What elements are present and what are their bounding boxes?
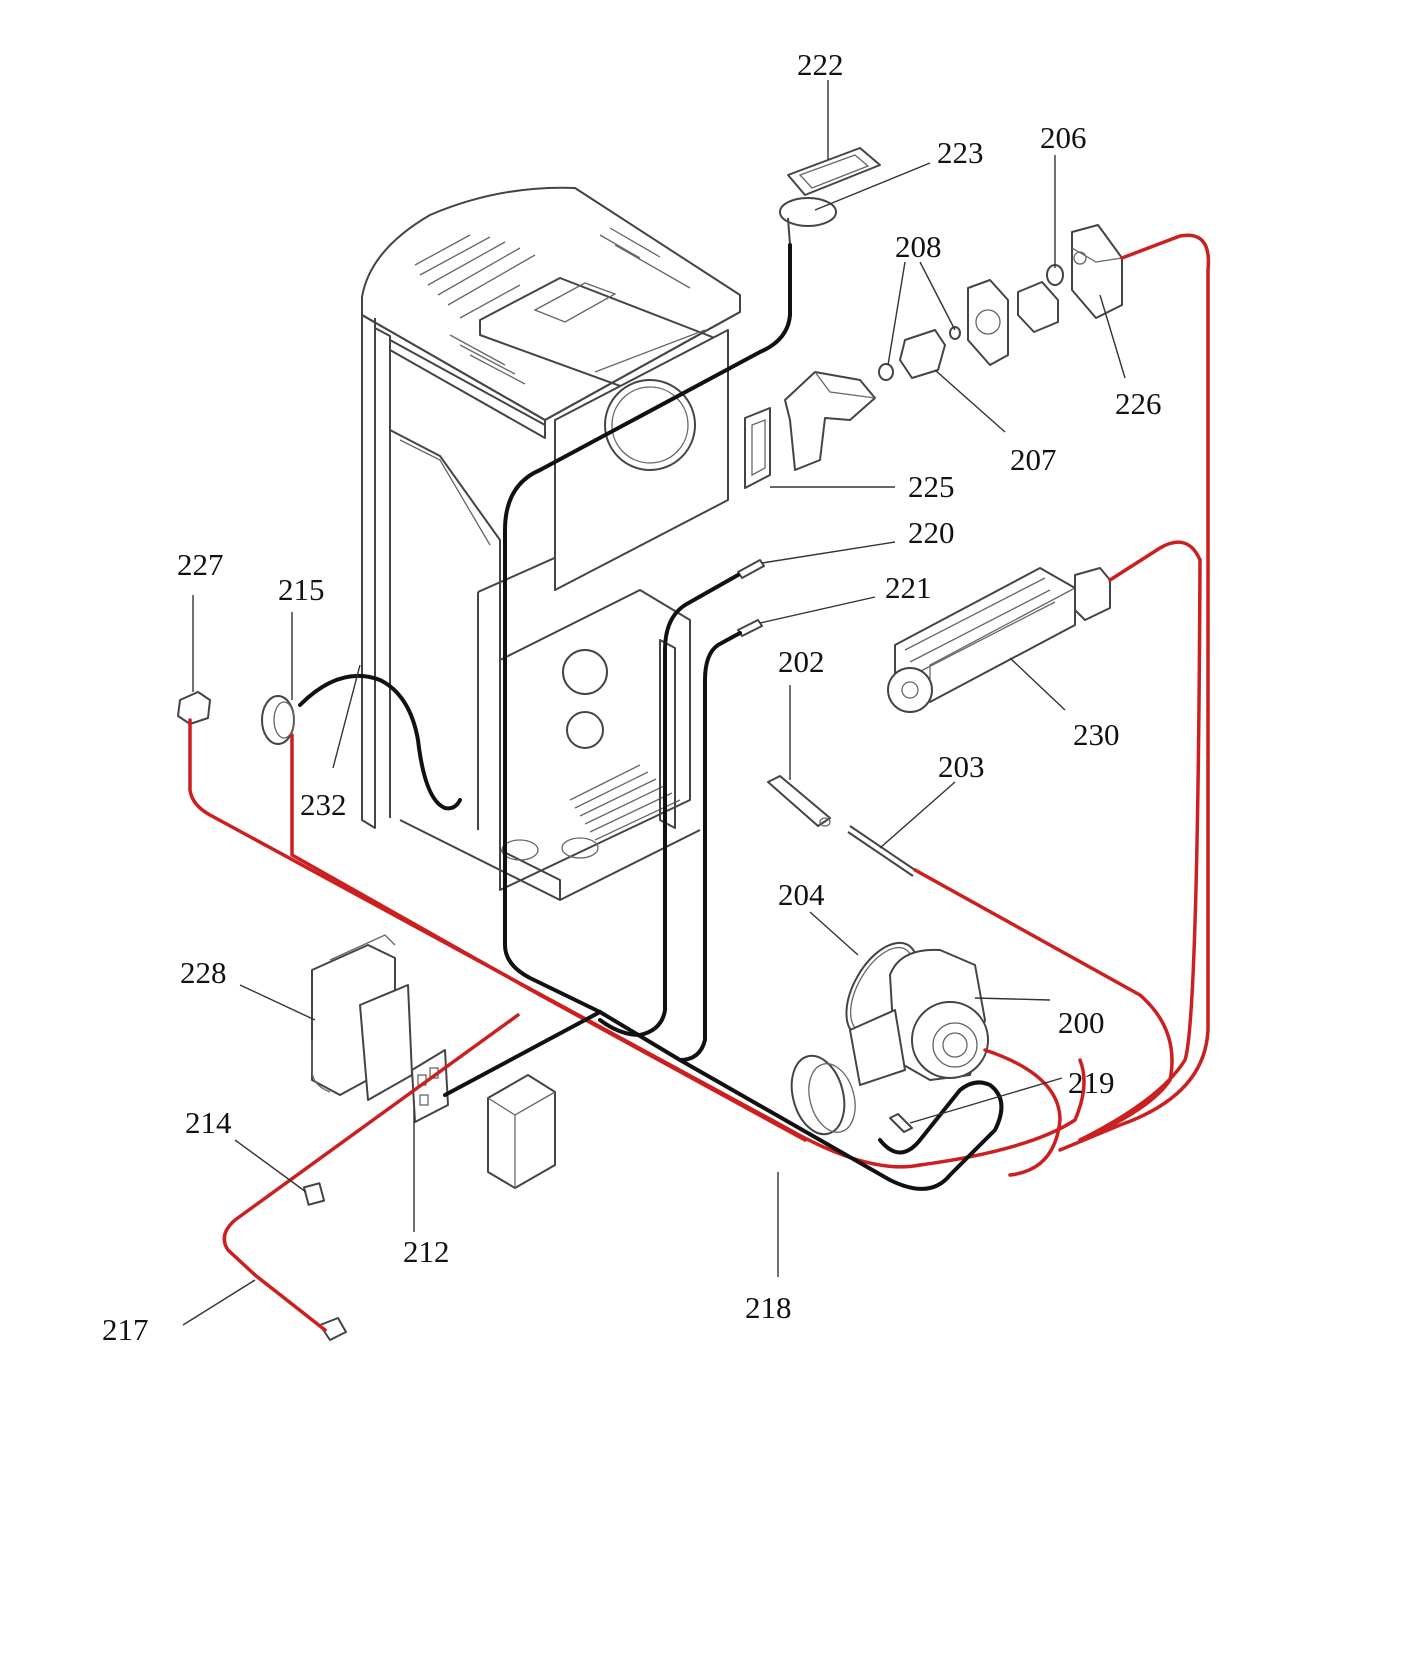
label-207: 207 [1010,442,1057,477]
part-219-probe [889,1113,913,1133]
label-219: 219 [1068,1065,1115,1100]
label-217: 217 [102,1312,149,1347]
part-214-fuse [302,1182,326,1206]
part-203-rod [847,825,916,877]
label-222: 222 [797,47,844,82]
label-232: 232 [300,787,347,822]
part-207-thermostat [899,329,946,379]
label-215: 215 [278,572,325,607]
label-200: 200 [1058,1005,1105,1040]
auger-bracket [967,279,1059,366]
label-203: 203 [938,749,985,784]
label-227: 227 [177,547,224,582]
label-225: 225 [908,469,955,504]
part-223-display-cover [779,197,837,246]
part-217-power-plug [319,1317,347,1341]
power-wiring [188,233,1211,1332]
label-221: 221 [885,570,932,605]
part-225-hopper-assembly [744,371,876,489]
label-228: 228 [180,955,227,990]
part-222-control-panel [787,147,881,196]
signal-wiring [298,243,1004,1191]
label-226: 226 [1115,386,1162,421]
label-212: 212 [403,1234,450,1269]
part-labels: 222 223 206 208 226 207 225 220 221 202 … [102,47,1162,1347]
label-218: 218 [745,1290,792,1325]
part-220-probe [737,559,765,579]
label-214: 214 [185,1105,232,1140]
label-220: 220 [908,515,955,550]
part-200-exhaust-fan [790,948,989,1136]
part-215-pressure-switch [261,695,295,745]
label-223: 223 [937,135,984,170]
part-226-gear-motor [1071,224,1123,319]
label-204: 204 [778,877,825,912]
leader-lines [182,80,1126,1326]
part-228-board-cover [311,934,413,1101]
label-202: 202 [778,644,825,679]
stove-body [361,186,741,901]
part-202-igniter [767,775,831,827]
part-208-screws [878,326,961,381]
label-230: 230 [1073,717,1120,752]
label-206: 206 [1040,120,1087,155]
part-212-motherboard [411,1049,449,1123]
part-230-tangential-fan [887,567,1111,713]
part-227-switch [177,691,211,725]
electronic-box [487,1074,556,1189]
label-208: 208 [895,229,942,264]
